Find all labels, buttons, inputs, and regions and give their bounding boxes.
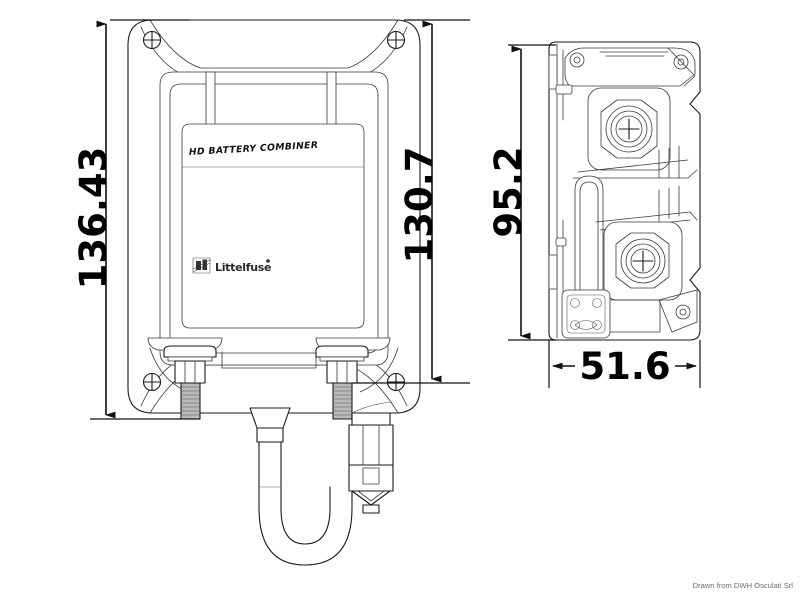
mounting-screw-top-right bbox=[386, 30, 406, 50]
stud-nut-left bbox=[174, 360, 206, 384]
side-terminal-lower bbox=[603, 221, 683, 301]
side-bottom-ledge bbox=[603, 299, 661, 333]
cable-gland bbox=[249, 407, 291, 443]
stud-washer-left bbox=[163, 345, 217, 358]
inline-connector bbox=[348, 412, 394, 514]
connector-pin-2 bbox=[592, 298, 602, 308]
dimension-side-height-value: 95.2 bbox=[487, 146, 530, 237]
connector-wire-loop bbox=[574, 320, 598, 330]
rib-slot-left bbox=[205, 71, 216, 131]
mounting-screw-top-left bbox=[142, 30, 162, 50]
connector-latch bbox=[362, 467, 380, 485]
gland-collar bbox=[256, 427, 284, 443]
rib-slot-right bbox=[326, 71, 337, 131]
side-screw-bottom-right bbox=[675, 304, 691, 320]
side-top-corner-chamfer bbox=[667, 47, 696, 87]
connector-cap bbox=[351, 412, 391, 426]
front-view-group: HD BATTERY COMBINER Littelfuse bbox=[127, 19, 421, 566]
side-flange-notch-top bbox=[548, 54, 558, 90]
side-tab-lower bbox=[555, 237, 567, 247]
rib-bridge-left bbox=[221, 351, 291, 369]
upper-screw-cross-icon bbox=[618, 118, 640, 140]
littelfuse-logo-icon bbox=[192, 257, 211, 274]
connector-tip bbox=[362, 504, 380, 514]
terminal-stud-left bbox=[163, 345, 217, 420]
connector-pin-1 bbox=[570, 298, 580, 308]
side-tab-upper bbox=[555, 84, 573, 95]
mounting-screw-bottom-right bbox=[386, 372, 406, 392]
side-top-panel bbox=[564, 47, 696, 87]
brand-label-text: Littelfuse bbox=[215, 261, 271, 274]
side-lower-ledge bbox=[595, 211, 698, 223]
mounting-screw-bottom-left bbox=[142, 372, 162, 392]
stud-nut-right bbox=[326, 360, 358, 384]
side-top-ribbing bbox=[599, 51, 669, 57]
side-view-group bbox=[548, 41, 701, 341]
stud-thread-right bbox=[332, 382, 353, 420]
side-connector-block bbox=[561, 289, 611, 339]
side-vent-fingers-lower bbox=[658, 185, 680, 223]
side-mid-ledge bbox=[572, 169, 698, 179]
label-plate bbox=[181, 123, 365, 329]
lower-screw-cross-icon bbox=[632, 250, 654, 272]
connector-taper bbox=[351, 490, 391, 506]
footer-credit-text: Drawn from DWH Osculati Srl bbox=[693, 581, 794, 590]
dimension-overall-height: 136.43 bbox=[72, 19, 200, 420]
terminal-stud-right bbox=[315, 345, 369, 420]
side-terminal-upper bbox=[587, 87, 671, 171]
side-screw-top-left bbox=[569, 52, 585, 68]
cable-loop-inner bbox=[280, 441, 331, 545]
housing-top-chamfer bbox=[149, 19, 399, 69]
rib-sweep-right bbox=[359, 347, 399, 393]
stud-thread-left bbox=[180, 382, 201, 420]
cable-loop-outer bbox=[258, 441, 353, 566]
dimension-body-height-value: 130.7 bbox=[398, 146, 441, 263]
stud-washer-right bbox=[315, 345, 369, 358]
side-vent-fingers-upper bbox=[658, 145, 680, 179]
side-bottom-corner-chamfer bbox=[658, 289, 698, 333]
dimension-side-height: 95.2 bbox=[487, 44, 556, 341]
side-flange-notch-bottom bbox=[548, 254, 558, 290]
dimension-depth-value: 51.6 bbox=[579, 345, 670, 388]
dimension-overall-height-value: 136.43 bbox=[72, 147, 115, 290]
connector-body-upper bbox=[348, 424, 394, 466]
dimension-body-height: 130.7 bbox=[352, 19, 470, 384]
dimension-depth: 51.6 bbox=[548, 340, 701, 388]
brand-registered-mark-icon bbox=[266, 259, 270, 263]
gland-cone bbox=[249, 407, 291, 429]
side-mid-ledge-2 bbox=[577, 159, 689, 173]
connector-leader bbox=[351, 401, 393, 414]
